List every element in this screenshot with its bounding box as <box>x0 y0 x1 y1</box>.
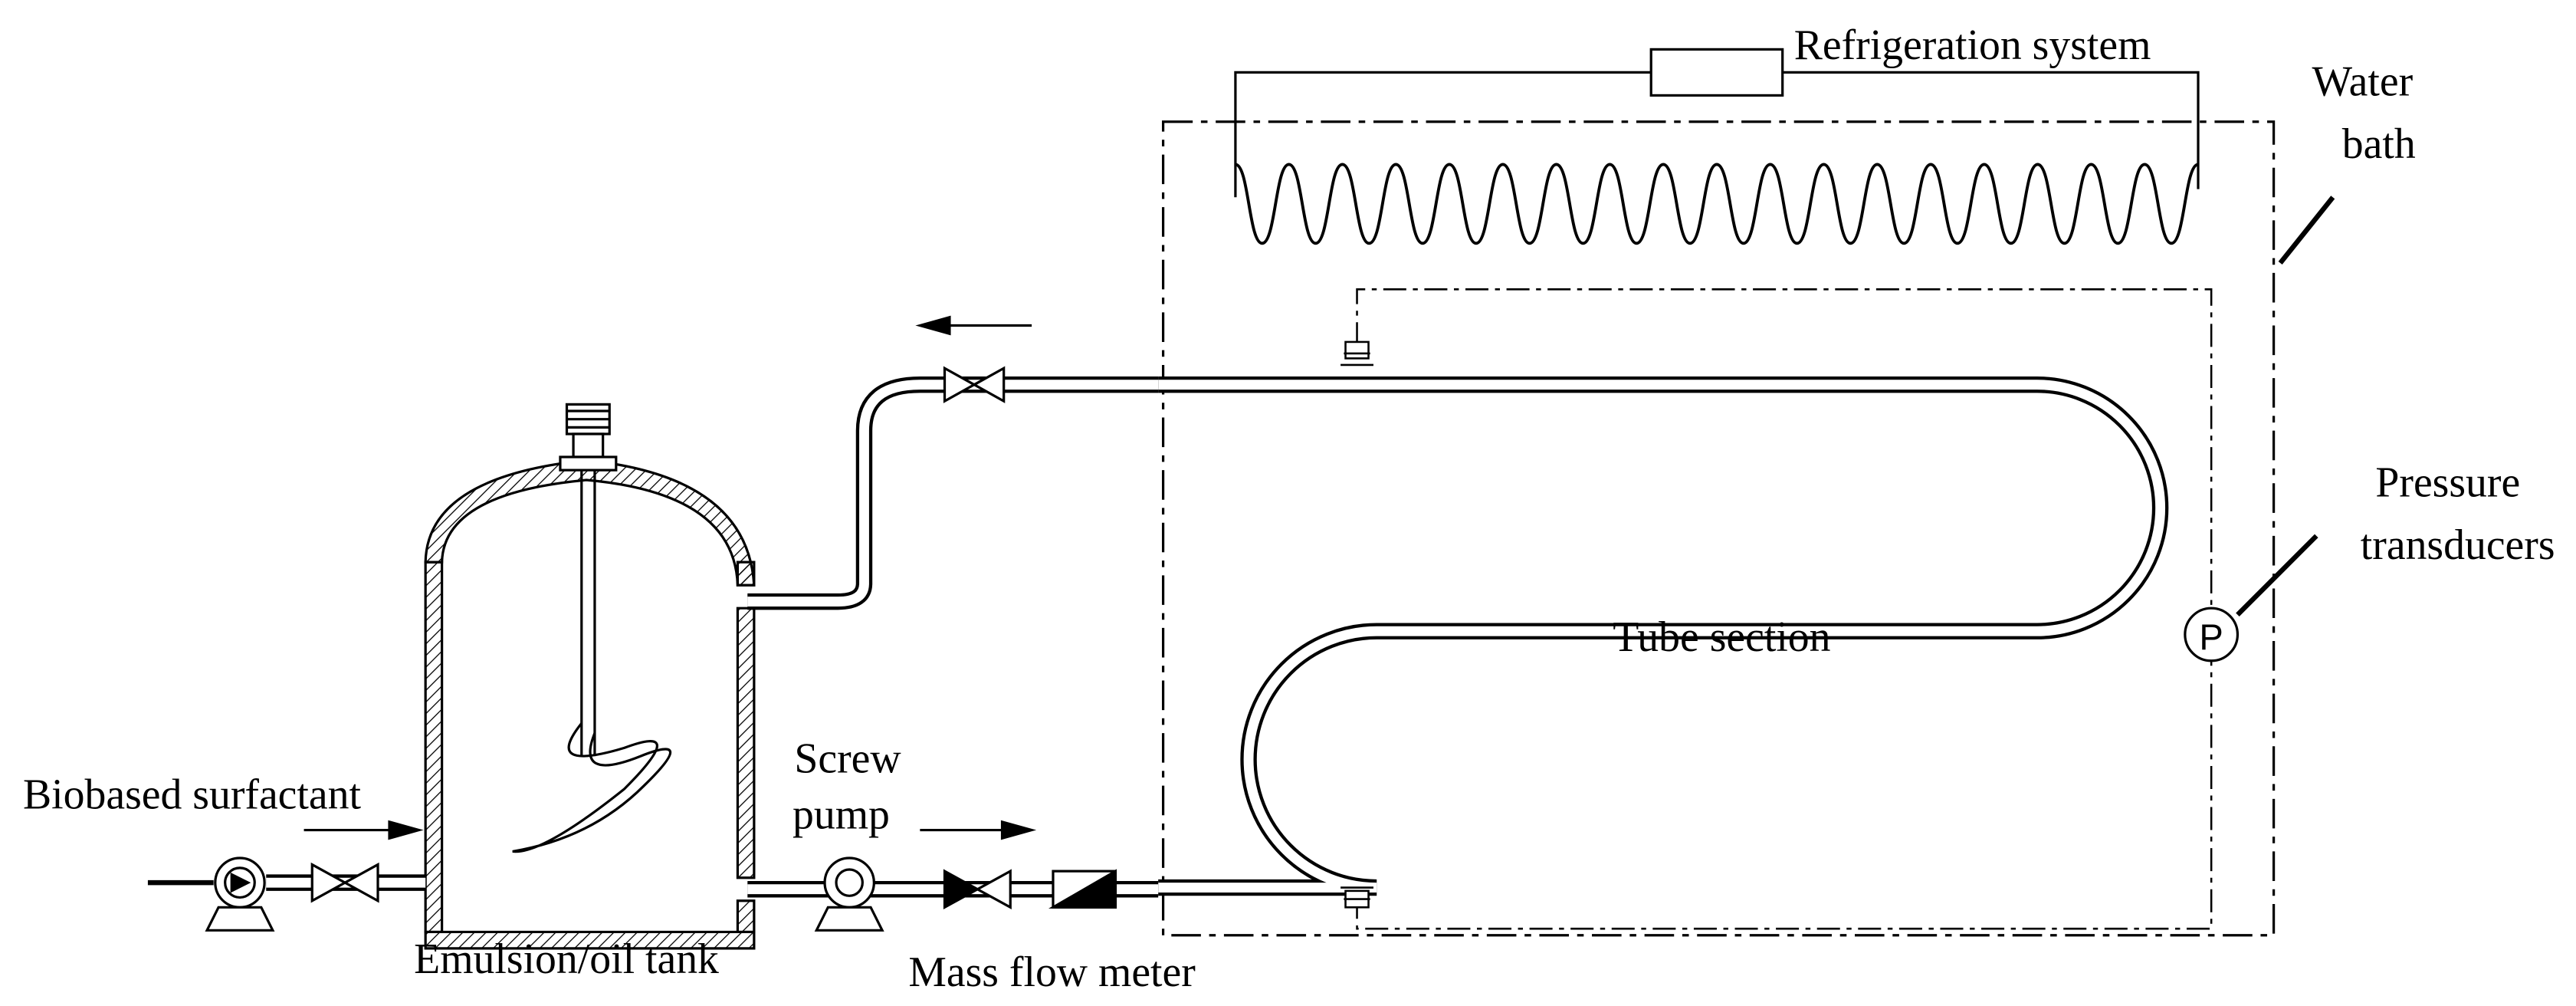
label-water-bath-line2: bath <box>2342 120 2416 168</box>
refrigeration-line-return <box>1782 71 2200 189</box>
label-tube-section: Tube section <box>1613 613 1830 661</box>
screw-pump <box>814 856 884 932</box>
pressure-tap-lines <box>1356 288 2213 930</box>
pressure-symbol: P <box>2199 616 2223 657</box>
surfactant-pump <box>205 856 275 932</box>
return-flow-arrow <box>915 315 1032 336</box>
pressure-transducer <box>2184 534 2318 662</box>
label-screw-line2: pump <box>792 791 890 838</box>
emulsion-oil-tank <box>424 403 756 950</box>
label-pressure-line2: transducers <box>2361 521 2555 569</box>
label-refrigeration-system: Refrigeration system <box>1794 21 2151 69</box>
pressure-transducer-leader <box>2236 534 2318 617</box>
refrigeration-unit-box <box>1649 48 1784 97</box>
surfactant-flow-arrow <box>304 820 424 840</box>
return-valve <box>943 366 1006 403</box>
refrigeration-coil <box>1235 163 2199 245</box>
pressure-tap-lower <box>1341 886 1373 909</box>
feed-flow-arrow <box>920 820 1037 840</box>
surfactant-valve <box>310 862 379 903</box>
water-bath-boundary <box>1161 120 2276 937</box>
refrigeration-system <box>1234 48 2200 245</box>
feed-valve <box>943 869 1012 910</box>
label-pressure-line1: Pressure <box>2375 459 2520 506</box>
stirrer-blade <box>512 722 672 853</box>
label-mass-flow-meter: Mass flow meter <box>908 948 1196 996</box>
label-emulsion-oil-tank: Emulsion/oil tank <box>414 935 719 983</box>
label-water-bath-line1: Water <box>2312 58 2414 105</box>
return-pipe <box>747 376 1159 610</box>
mass-flow-meter <box>1048 869 1117 909</box>
pressure-tap-upper <box>1341 340 1373 367</box>
label-biobased-surfactant: Biobased surfactant <box>23 771 361 819</box>
tube-section <box>1158 376 2169 896</box>
refrigeration-line <box>1234 71 1652 198</box>
label-screw-line1: Screw <box>794 735 901 783</box>
water-bath-leader <box>2278 196 2335 265</box>
